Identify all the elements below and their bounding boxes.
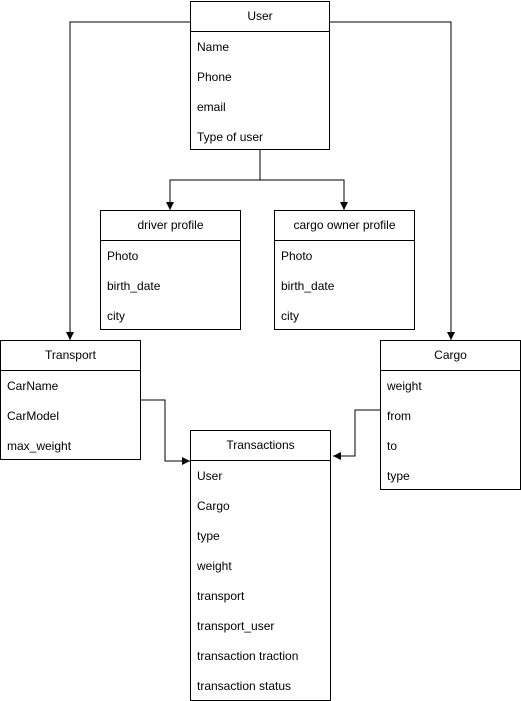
- field-photo: Photo: [107, 249, 139, 263]
- field-user: User: [197, 469, 223, 483]
- field-max-weight: max_weight: [7, 439, 72, 453]
- field-carmodel: CarModel: [7, 409, 60, 423]
- entity-transport[interactable]: Transport CarName CarModel max_weight: [0, 340, 141, 460]
- field-phone: Phone: [197, 70, 232, 84]
- field-transaction-traction: transaction traction: [197, 649, 299, 663]
- edge-transport-transactions: [140, 399, 190, 465]
- entity-title: cargo owner profile: [275, 211, 414, 241]
- field-photo: Photo: [281, 249, 313, 263]
- entity-title: driver profile: [101, 211, 240, 241]
- entity-title: Transactions: [191, 431, 330, 461]
- field-name: Name: [197, 40, 230, 54]
- field-birth-date: birth_date: [107, 279, 161, 293]
- field-transaction-status: transaction status: [197, 679, 292, 693]
- entity-title: User: [191, 2, 329, 32]
- field-birth-date: birth_date: [281, 279, 335, 293]
- edge-user-driver: [166, 150, 261, 210]
- entity-title: Transport: [1, 341, 140, 371]
- field-to: to: [387, 439, 398, 453]
- field-type-of-user: Type of user: [197, 130, 264, 144]
- entity-user[interactable]: User Name Phone email Type of user: [190, 1, 330, 150]
- field-email: email: [197, 100, 226, 114]
- field-type: type: [197, 529, 220, 543]
- field-carname: CarName: [7, 379, 59, 393]
- edge-user-transport: [66, 21, 190, 340]
- field-cargo: Cargo: [197, 499, 230, 513]
- edge-user-cargo: [330, 21, 455, 340]
- edge-cargo-transactions: [333, 409, 380, 460]
- field-transport: transport: [197, 589, 245, 603]
- entity-title: Cargo: [381, 341, 520, 371]
- entity-driver-profile[interactable]: driver profile Photo birth_date city: [100, 210, 241, 330]
- entity-transactions[interactable]: Transactions User Cargo type weight tran…: [190, 430, 331, 701]
- field-from: from: [387, 409, 411, 423]
- field-city: city: [281, 309, 299, 323]
- field-transport-user: transport_user: [197, 619, 275, 633]
- field-type: type: [387, 469, 410, 483]
- field-weight: weight: [387, 379, 422, 393]
- field-city: city: [107, 309, 125, 323]
- entity-cargo[interactable]: Cargo weight from to type: [380, 340, 521, 490]
- edge-user-owner: [259, 150, 348, 210]
- field-weight: weight: [197, 559, 232, 573]
- entity-cargo-owner-profile[interactable]: cargo owner profile Photo birth_date cit…: [274, 210, 415, 330]
